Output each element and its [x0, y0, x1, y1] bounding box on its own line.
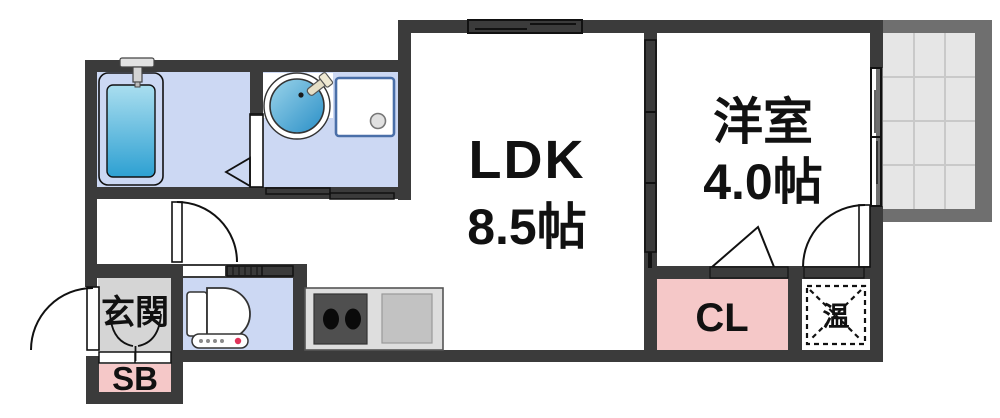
openings [98, 19, 882, 364]
bathroom-door [224, 113, 264, 188]
washroom-sliding-door-icon [265, 187, 395, 200]
bathtub-icon [98, 57, 164, 186]
closet-opening [709, 266, 789, 279]
doors [30, 113, 871, 361]
entrance-step-curves-icon [109, 313, 162, 361]
room-divider-sliding-door-icon [644, 39, 657, 268]
closet-floor [656, 279, 788, 351]
balcony [876, 20, 992, 222]
washbasin-icon [263, 72, 334, 140]
walls [85, 20, 883, 404]
balcony-grid [883, 33, 975, 209]
ldk-label: LDK [469, 130, 586, 190]
washing-machine-pan-icon [334, 76, 396, 138]
entrance-door [30, 286, 100, 351]
closet-folding-door-icon [711, 225, 775, 268]
toilet-door [171, 201, 238, 263]
ldk-size-label: 8.5帖 [467, 199, 587, 255]
toilet-icon [186, 287, 251, 349]
water-heater-box-icon [805, 284, 867, 346]
water-heater-label: 温 [823, 302, 850, 332]
toilet-doorway [183, 266, 225, 276]
window-balcony-icon [870, 67, 882, 207]
western-room-size-label: 4.0帖 [703, 154, 823, 210]
closet-label: CL [695, 296, 748, 340]
basin-faucet-icon [306, 72, 334, 96]
water-heater-door [802, 204, 871, 268]
kitchen-counter-icon [304, 287, 444, 351]
western-room-label: 洋室 [713, 94, 813, 150]
shoe-box-label: SB [112, 360, 158, 397]
toilet-window-icon [226, 265, 294, 277]
room-labels: LDK 8.5帖 洋室 4.0帖 玄関 SB CL 温 [101, 94, 850, 397]
window-ldk-top-icon [467, 19, 583, 34]
entrance-label: 玄関 [101, 294, 169, 332]
water-heater-opening [803, 266, 865, 279]
bath-faucet-icon [119, 57, 155, 68]
shoe-box-floor [99, 364, 171, 392]
